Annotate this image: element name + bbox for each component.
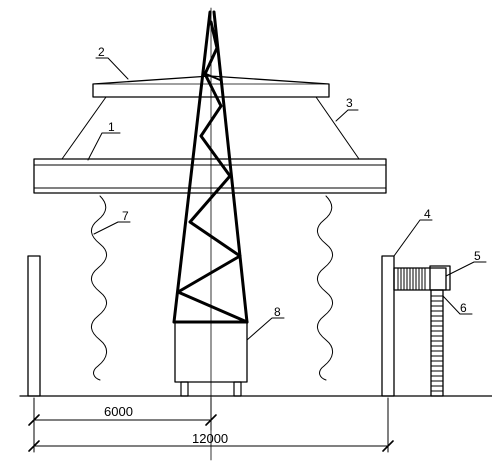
right-stay: [315, 96, 360, 160]
base-foot-right: [233, 381, 242, 397]
leader-lines: [87, 57, 487, 341]
tower-lattice: [172, 10, 249, 324]
callout-3: 3: [346, 96, 353, 110]
left-wavy-cable: [91, 195, 107, 381]
leader-3: [335, 109, 359, 122]
callout-8: 8: [274, 305, 281, 319]
lower-beam: [33, 158, 387, 194]
dimension-lines: [28, 397, 394, 453]
dimension-full-span: 12000: [192, 431, 228, 446]
hoist-box: [393, 267, 447, 291]
vertical-rack: [430, 289, 444, 397]
callout-1: 1: [108, 120, 115, 134]
hoist-box-fins: [397, 267, 426, 291]
leader-6: [442, 295, 473, 315]
winch-drum-housing: [429, 265, 451, 291]
left-stay: [61, 96, 107, 160]
callout-5: 5: [474, 249, 481, 263]
callout-7: 7: [122, 209, 129, 223]
leader-1: [87, 132, 121, 161]
rack-teeth: [430, 295, 444, 392]
tower-base: [174, 321, 248, 383]
right-post: [381, 255, 395, 397]
callout-6: 6: [460, 301, 467, 315]
leader-7: [93, 221, 131, 235]
base-foot-left: [180, 381, 189, 397]
left-post: [27, 255, 41, 397]
top-crossarm: [92, 75, 330, 98]
leader-2: [95, 57, 129, 80]
leader-4: [393, 219, 433, 257]
callout-2: 2: [98, 45, 105, 59]
leader-8: [246, 317, 285, 341]
leader-5: [445, 261, 487, 277]
callout-4: 4: [424, 207, 431, 221]
dimension-half-span: 6000: [104, 404, 133, 419]
right-wavy-cable: [317, 195, 333, 381]
